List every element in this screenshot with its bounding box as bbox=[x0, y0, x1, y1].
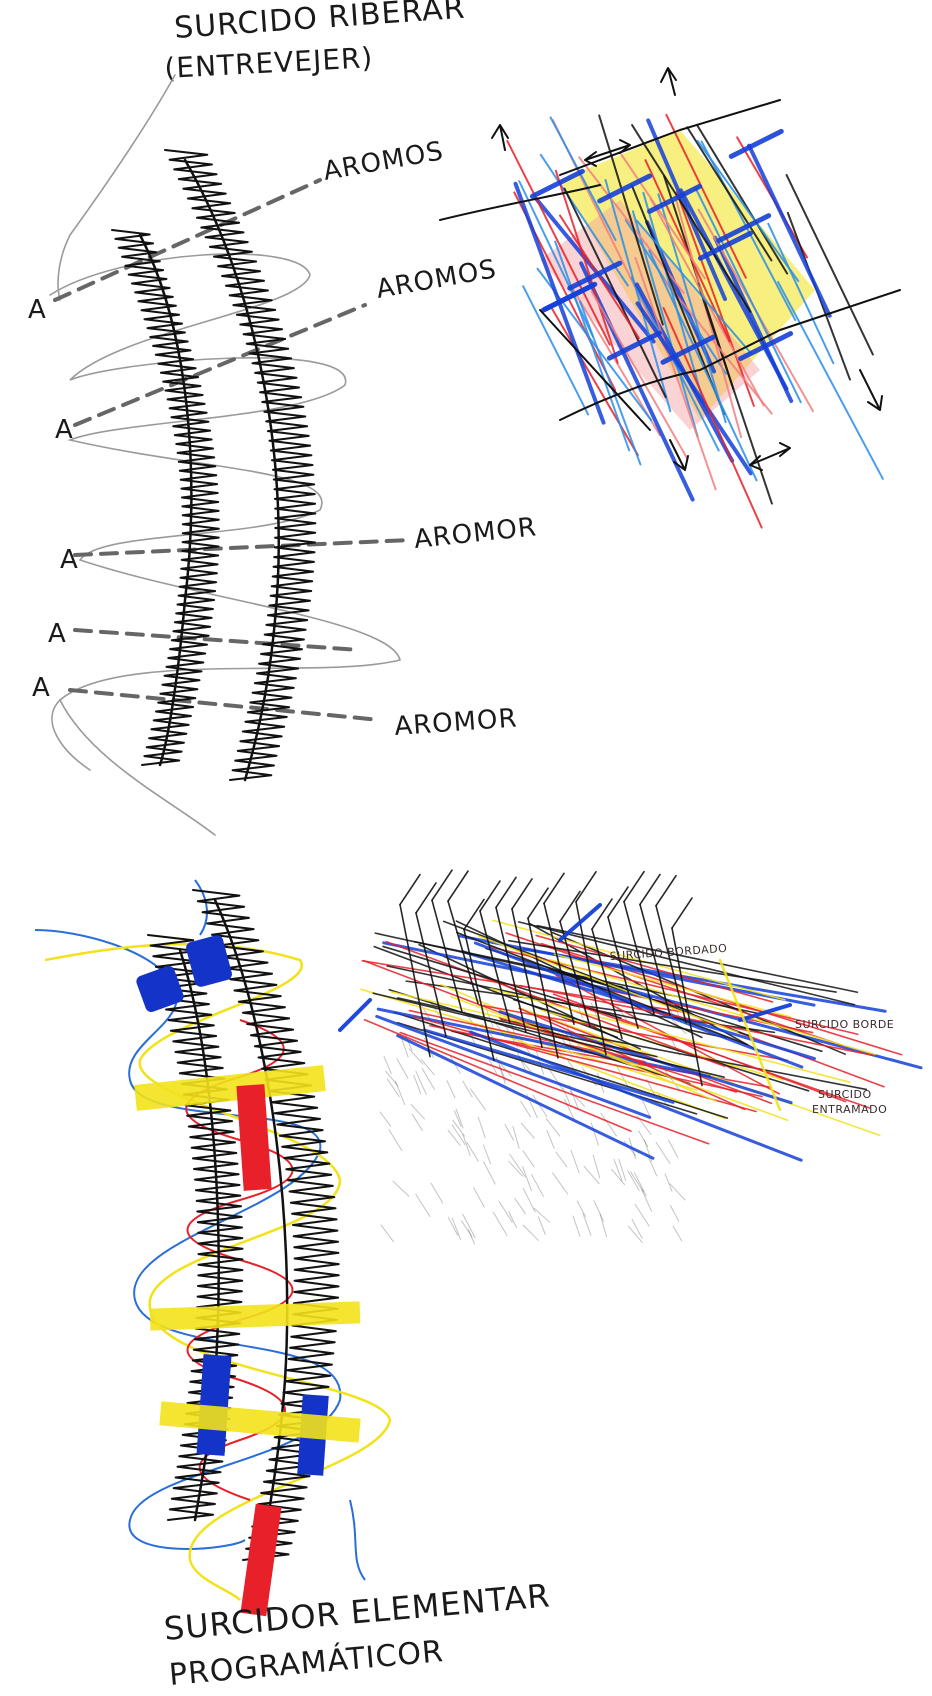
sketch-stroke bbox=[412, 1114, 422, 1130]
sketch-stroke bbox=[523, 1167, 532, 1191]
sketch-stroke bbox=[553, 1173, 568, 1194]
top-title-line2: (ENTREVEJER) bbox=[164, 41, 374, 85]
sketch-stroke bbox=[665, 1174, 672, 1191]
sketch-stroke bbox=[534, 1208, 550, 1222]
sketch-stroke bbox=[340, 1000, 370, 1030]
colored-block-sketch bbox=[440, 68, 900, 528]
sketch-stroke bbox=[656, 876, 676, 906]
sketch-stroke bbox=[499, 1201, 512, 1222]
annotation-aromor-2: AROMOR bbox=[393, 703, 518, 742]
sketch-stroke bbox=[547, 1130, 554, 1148]
sketch-stroke bbox=[409, 1049, 423, 1064]
sketch-stroke bbox=[512, 879, 532, 909]
sketch-stroke bbox=[416, 1194, 430, 1216]
annotation-aromos-2: AROMOS bbox=[374, 254, 499, 305]
sketch-stroke bbox=[484, 1145, 491, 1163]
label-surcido: SURCIDO bbox=[818, 1088, 872, 1101]
sketch-stroke bbox=[521, 1123, 534, 1138]
sketch-stroke bbox=[384, 1056, 391, 1073]
sketch-stroke bbox=[577, 1201, 585, 1216]
strand-diagram-top bbox=[50, 150, 410, 835]
sketch-stroke bbox=[583, 1214, 591, 1236]
annotation-aromos-1: AROMOS bbox=[321, 136, 446, 187]
sketch-stroke bbox=[619, 1159, 626, 1180]
sketch-stroke bbox=[523, 1151, 534, 1167]
sketch-stroke bbox=[448, 1130, 460, 1145]
marker-a-4: A bbox=[48, 619, 67, 649]
sketch-stroke bbox=[778, 282, 883, 479]
sketch-stroke bbox=[640, 874, 660, 904]
marker-a-3: A bbox=[60, 545, 79, 575]
label-entramado: ENTRAMADO bbox=[812, 1103, 887, 1116]
sketch-stroke bbox=[386, 1071, 398, 1086]
sketch-stroke bbox=[470, 1089, 485, 1110]
sketch-stroke bbox=[523, 1225, 538, 1240]
marker-a-2: A bbox=[55, 415, 74, 445]
sketch-stroke bbox=[631, 1172, 644, 1192]
sketch-stroke bbox=[505, 1125, 513, 1140]
top-title-line1: SURCIDO RIBERAR bbox=[173, 0, 466, 46]
marker-a-1: A bbox=[28, 295, 47, 325]
sketch-stroke bbox=[538, 1217, 545, 1235]
sketch-stroke bbox=[576, 872, 596, 902]
programmatic-strand-diagram bbox=[35, 880, 390, 1616]
sketch-stroke bbox=[416, 1071, 426, 1094]
sketch-stroke bbox=[624, 872, 644, 902]
pencil-guide-top bbox=[58, 75, 175, 300]
sketch-stroke bbox=[635, 1173, 647, 1196]
sketch-stroke bbox=[635, 1204, 649, 1226]
sketch-stroke bbox=[632, 1219, 642, 1238]
sketch-stroke bbox=[672, 898, 692, 928]
sketch-stroke bbox=[668, 1140, 677, 1157]
sketch-stroke bbox=[600, 1214, 606, 1236]
sketch-stroke bbox=[422, 1068, 434, 1089]
sketch-stroke bbox=[400, 875, 420, 905]
annotation-aromor-1: AROMOR bbox=[413, 512, 539, 555]
sketch-stroke bbox=[452, 1218, 460, 1239]
sketch-stroke bbox=[731, 131, 781, 156]
sketch-stroke bbox=[493, 1212, 507, 1235]
sketch-stroke bbox=[670, 1205, 678, 1221]
sketch-stroke bbox=[628, 1171, 639, 1190]
sketch-stroke bbox=[478, 1117, 485, 1137]
sketch-stroke bbox=[591, 1123, 598, 1145]
sketch-stroke bbox=[592, 899, 612, 929]
sketch-stroke bbox=[447, 1081, 455, 1098]
sketch-stroke bbox=[448, 871, 468, 901]
sketch-stroke bbox=[389, 1130, 402, 1151]
sketch-stroke bbox=[670, 1184, 685, 1200]
sketch-stroke bbox=[474, 1188, 485, 1207]
sketch-stroke bbox=[431, 1183, 443, 1203]
marker-a-5: A bbox=[32, 673, 51, 703]
sketch-stroke bbox=[484, 1162, 496, 1184]
sketch-stroke bbox=[656, 1142, 670, 1163]
sketch-stroke bbox=[513, 1126, 519, 1148]
sketch-stroke bbox=[556, 1152, 567, 1167]
sketch-stroke bbox=[563, 1088, 570, 1103]
sketch-stroke bbox=[523, 1189, 535, 1212]
weave-perspective-sketch bbox=[340, 870, 921, 1244]
sketch-stroke bbox=[393, 1181, 409, 1196]
sketch-stroke bbox=[380, 1112, 391, 1126]
sketch-stroke bbox=[509, 1212, 517, 1228]
sketch-stroke bbox=[673, 1226, 682, 1241]
sketch-stroke bbox=[532, 1174, 544, 1196]
sketch-stroke bbox=[377, 1016, 650, 1117]
sketch-stroke bbox=[515, 1199, 525, 1214]
sketch-stroke bbox=[571, 1151, 579, 1173]
sketch-stroke bbox=[594, 1201, 604, 1222]
sketch-stroke bbox=[411, 1104, 425, 1119]
sketch-stroke bbox=[397, 1059, 408, 1078]
label-surcido-borde: SURCIDO BORDE bbox=[795, 1018, 894, 1031]
sketch-stroke bbox=[521, 1101, 531, 1116]
sketch-stroke bbox=[414, 1075, 421, 1093]
sketch-stroke bbox=[421, 1059, 434, 1074]
sketch-stroke bbox=[381, 1225, 393, 1241]
sketch-stroke bbox=[608, 887, 628, 917]
sketch-stroke bbox=[387, 1079, 399, 1096]
sketch-stroke bbox=[642, 1189, 652, 1211]
sketch-stroke bbox=[593, 1155, 600, 1178]
sketch-stroke bbox=[573, 1216, 580, 1236]
